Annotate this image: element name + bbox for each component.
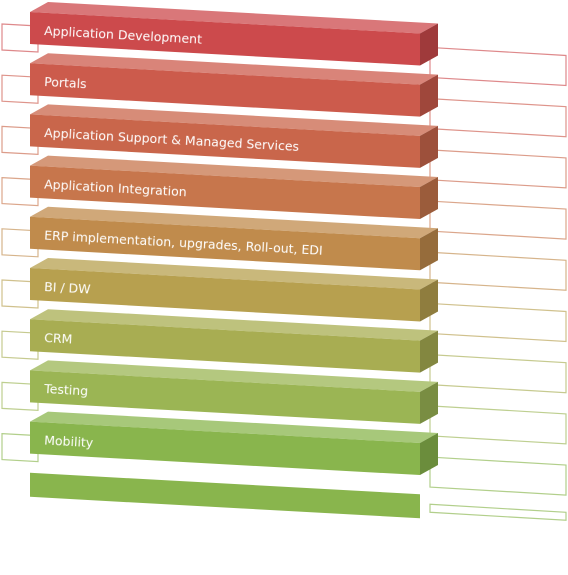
- layer-shelf-right: [429, 354, 567, 394]
- stack-layer: Testing: [1, 360, 567, 445]
- layer-side-face: [420, 279, 438, 322]
- layer-top-face: [30, 206, 438, 239]
- layer-shelf-right: [429, 46, 567, 87]
- stack-layer: ERP implementation, upgrades, Roll-out, …: [1, 206, 567, 291]
- layer-top-face: [30, 2, 438, 34]
- layer-shelf-right: [429, 251, 567, 291]
- layer-top-face: [30, 155, 438, 188]
- layer-label: CRM: [44, 330, 73, 347]
- stack-base-shelf: [429, 503, 567, 521]
- layer-top-face: [30, 258, 438, 290]
- layer-shelf-right: [429, 98, 567, 138]
- layer-front-face: [30, 12, 420, 66]
- layer-label: Testing: [43, 381, 89, 398]
- layer-shelf-right: [429, 200, 567, 240]
- layer-top-face: [30, 53, 438, 85]
- layer-side-face: [420, 381, 438, 424]
- stack-layer: Mobility: [1, 411, 567, 496]
- layer-shelf-left: [1, 432, 39, 463]
- layer-front-face: [30, 216, 420, 271]
- stack-base: [30, 472, 420, 519]
- layer-front-face: [30, 421, 420, 476]
- layer-shelf-right: [429, 456, 567, 496]
- layer-shelf-left: [1, 125, 39, 156]
- layer-shelf-left: [1, 279, 39, 309]
- layer-side-face: [420, 74, 438, 117]
- layer-shelf-left: [1, 228, 39, 258]
- layer-front-face: [30, 114, 420, 168]
- layer-front-face: [30, 370, 420, 424]
- layer-side-face: [420, 433, 438, 476]
- layer-shelf-right: [429, 405, 567, 445]
- layer-shelf-left: [1, 330, 39, 360]
- layer-shelf-left: [1, 74, 39, 104]
- layer-shelf-right: [429, 302, 567, 343]
- layer-front-face: [30, 268, 420, 322]
- stack-layer: Application Integration: [1, 155, 567, 240]
- layer-top-face: [30, 360, 438, 392]
- layer-shelf-right: [429, 149, 567, 189]
- layer-side-face: [420, 330, 438, 373]
- layer-top-face: [30, 104, 438, 136]
- layer-label: Portals: [44, 74, 87, 91]
- layer-side-face: [420, 23, 438, 66]
- layer-label: BI / DW: [44, 279, 91, 297]
- stack-layer: Portals: [1, 53, 567, 138]
- layer-top-face: [30, 411, 438, 444]
- layer-shelf-left: [1, 381, 39, 412]
- layer-side-face: [420, 125, 438, 168]
- layer-front-face: [30, 63, 420, 117]
- stack-layer: Application Development: [1, 2, 567, 87]
- layer-shelf-left: [1, 176, 39, 207]
- stack-layer: CRM: [1, 309, 567, 394]
- layer-front-face: [30, 165, 420, 220]
- layer-side-face: [420, 228, 438, 271]
- layer-side-face: [420, 177, 438, 220]
- stack-layer: BI / DW: [1, 258, 567, 343]
- layer-label: Mobility: [44, 432, 94, 450]
- layer-shelf-left: [1, 23, 39, 53]
- layer-front-face: [30, 319, 420, 373]
- layer-top-face: [30, 309, 438, 341]
- stack-layer: Application Support & Managed Services: [1, 104, 567, 189]
